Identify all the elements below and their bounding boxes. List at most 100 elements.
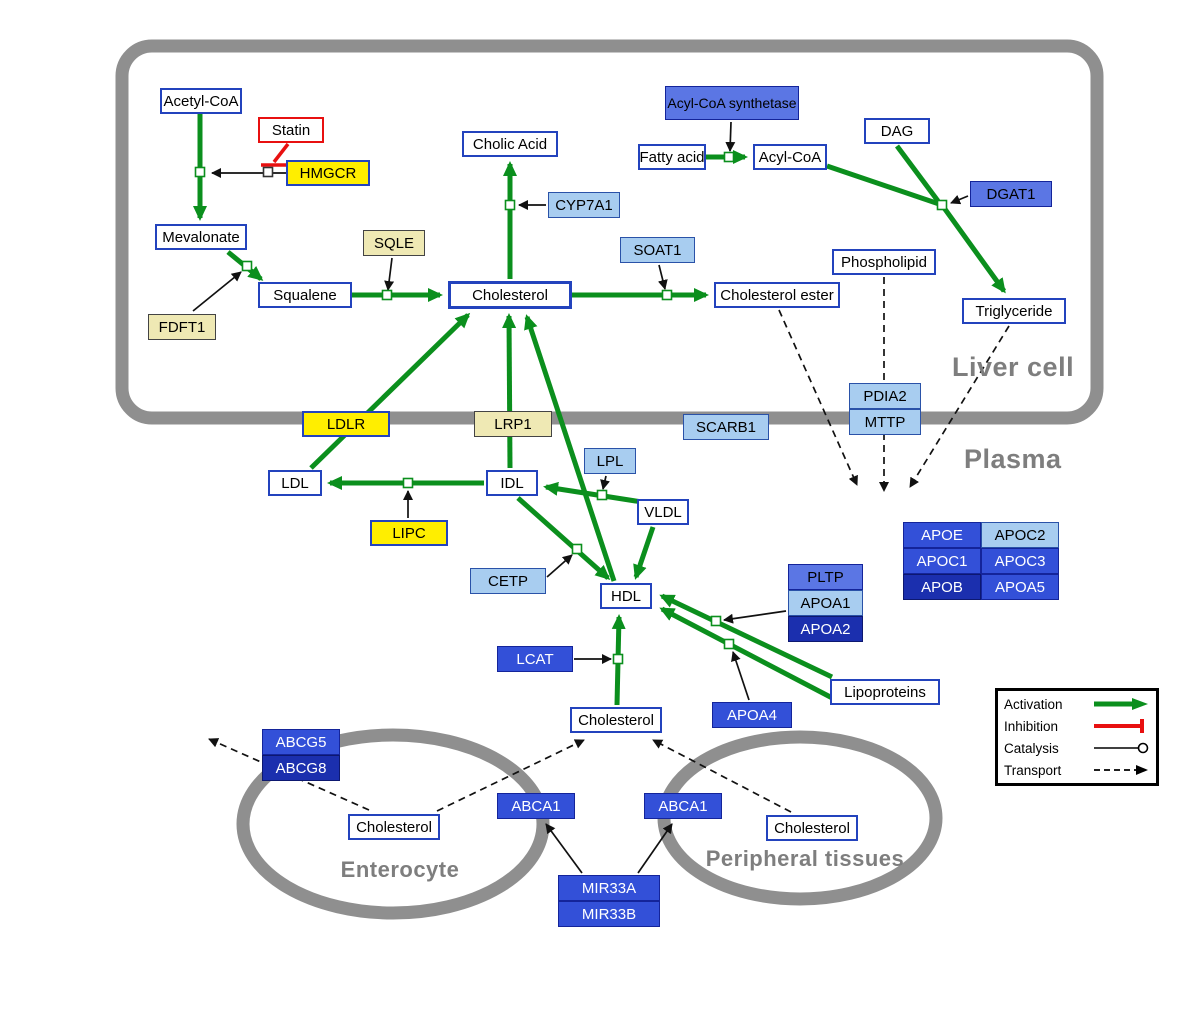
node-cholesterol-ester[interactable]: Cholesterol ester (714, 282, 840, 308)
legend-row-activation: Activation (1004, 693, 1150, 715)
node-mir33a[interactable]: MIR33A (558, 875, 660, 901)
reaction-node (381, 289, 393, 301)
reaction-node (402, 477, 414, 489)
node-abca1-enterocyte[interactable]: ABCA1 (497, 793, 575, 819)
node-cholesterol-peripheral[interactable]: Cholesterol (766, 815, 858, 841)
node-fatty-acid[interactable]: Fatty acid (638, 144, 706, 170)
legend-row-catalysis: Catalysis (1004, 737, 1150, 759)
node-idl[interactable]: IDL (486, 470, 538, 496)
node-abcg5[interactable]: ABCG5 (262, 729, 340, 755)
catalysis-fdft1 (192, 271, 242, 312)
catalysis-apoa-group (723, 610, 787, 624)
edge-idl-lrp1-cholesterol (502, 313, 517, 469)
inhibition-statin-hmgcr (272, 142, 290, 164)
reaction-node (723, 638, 735, 650)
catalysis-dgat1 (950, 194, 969, 205)
catalysis-sqle (384, 257, 395, 291)
node-acyl-coa[interactable]: Acyl-CoA (753, 144, 827, 170)
node-apoa1[interactable]: APOA1 (788, 590, 863, 616)
node-apoa4[interactable]: APOA4 (712, 702, 792, 728)
node-triglyceride[interactable]: Triglyceride (962, 298, 1066, 324)
edge-lipoproteins-hdl-lower (659, 606, 840, 704)
transport-cholesterolester-plasma (778, 309, 858, 486)
node-cholesterol-liver[interactable]: Cholesterol (448, 281, 572, 309)
node-sqle[interactable]: SQLE (363, 230, 425, 256)
legend-activation-label: Activation (1004, 696, 1063, 712)
edge-vldl-idl (543, 481, 643, 505)
node-vldl[interactable]: VLDL (637, 499, 689, 525)
node-pdia2[interactable]: PDIA2 (849, 383, 921, 409)
node-cetp[interactable]: CETP (470, 568, 546, 594)
reaction-node (194, 166, 206, 178)
edge-hdl-cholesterol (524, 314, 617, 582)
edge-idl-hdl (516, 496, 611, 580)
node-cholesterol-plasma[interactable]: Cholesterol (570, 707, 662, 733)
node-abca1-peripheral[interactable]: ABCA1 (644, 793, 722, 819)
node-apoc2[interactable]: APOC2 (981, 522, 1059, 548)
catalysis-acylcoa-synthetase (725, 121, 736, 152)
node-cholesterol-enterocyte[interactable]: Cholesterol (348, 814, 440, 840)
reaction-node (612, 653, 624, 665)
node-acyl-coa-synthetase[interactable]: Acyl-CoA synthetase (665, 86, 799, 120)
node-scarb1[interactable]: SCARB1 (683, 414, 769, 440)
node-abcg8[interactable]: ABCG8 (262, 755, 340, 781)
node-mttp[interactable]: MTTP (849, 409, 921, 435)
node-pltp[interactable]: PLTP (788, 564, 863, 590)
node-fdft1[interactable]: FDFT1 (148, 314, 216, 340)
legend-row-inhibition: Inhibition (1004, 715, 1150, 737)
regulation-mir33-abca1-right (637, 823, 673, 874)
legend-transport-label: Transport (1004, 762, 1062, 778)
node-lrp1[interactable]: LRP1 (474, 411, 552, 437)
node-ldl[interactable]: LDL (268, 470, 322, 496)
regulation-mir33-abca1-left (545, 823, 583, 874)
node-apoa2[interactable]: APOA2 (788, 616, 863, 642)
node-soat1[interactable]: SOAT1 (620, 237, 695, 263)
node-dgat1[interactable]: DGAT1 (970, 181, 1052, 207)
node-apoa5[interactable]: APOA5 (981, 574, 1059, 600)
node-lcat[interactable]: LCAT (497, 646, 573, 672)
edge-vldl-hdl (633, 526, 656, 580)
reaction-node (936, 199, 948, 211)
node-cholic-acid[interactable]: Cholic Acid (462, 131, 558, 157)
node-lipc[interactable]: LIPC (370, 520, 448, 546)
edge-dag-triglyceride (894, 144, 941, 203)
enterocyte-membrane (236, 728, 550, 920)
node-dag[interactable]: DAG (864, 118, 930, 144)
catalysis-apoa4 (731, 651, 750, 701)
node-apoc1[interactable]: APOC1 (903, 548, 981, 574)
peripheral-tissues-label: Peripheral tissues (705, 846, 905, 871)
node-lpl[interactable]: LPL (584, 448, 636, 474)
reaction-node (723, 151, 735, 163)
node-mevalonate[interactable]: Mevalonate (155, 224, 247, 250)
node-apoe[interactable]: APOE (903, 522, 981, 548)
node-cyp7a1[interactable]: CYP7A1 (548, 192, 620, 218)
transport-enterocyte-cholesterol-plasma (436, 739, 585, 812)
catalysis-lpl (600, 475, 610, 490)
node-ldlr[interactable]: LDLR (302, 411, 390, 437)
node-hmgcr[interactable]: HMGCR (286, 160, 370, 186)
catalysis-circle-icon (1094, 742, 1149, 754)
node-hdl[interactable]: HDL (600, 583, 652, 609)
inhibition-port-node (262, 166, 274, 178)
enterocyte-label: Enterocyte (340, 857, 460, 882)
legend: Activation Inhibition Catalysis Transpor… (995, 688, 1159, 786)
liver-cell-membrane (115, 39, 1104, 425)
node-lipoproteins[interactable]: Lipoproteins (830, 679, 940, 705)
node-apoc3[interactable]: APOC3 (981, 548, 1059, 574)
node-apob[interactable]: APOB (903, 574, 981, 600)
node-acetyl-coa[interactable]: Acetyl-CoA (160, 88, 242, 114)
node-mir33b[interactable]: MIR33B (558, 901, 660, 927)
edge-ldl-ldlr-cholesterol (309, 312, 471, 470)
node-squalene[interactable]: Squalene (258, 282, 352, 308)
reaction-node (661, 289, 673, 301)
reaction-node (596, 489, 608, 501)
node-statin[interactable]: Statin (258, 117, 324, 143)
liver-cell-label: Liver cell (952, 352, 1075, 382)
reaction-node (241, 260, 253, 272)
node-phospholipid[interactable]: Phospholipid (832, 249, 936, 275)
activation-arrow-icon (1094, 698, 1148, 710)
reaction-node (710, 615, 722, 627)
edge-lipoproteins-hdl-upper (659, 593, 834, 680)
